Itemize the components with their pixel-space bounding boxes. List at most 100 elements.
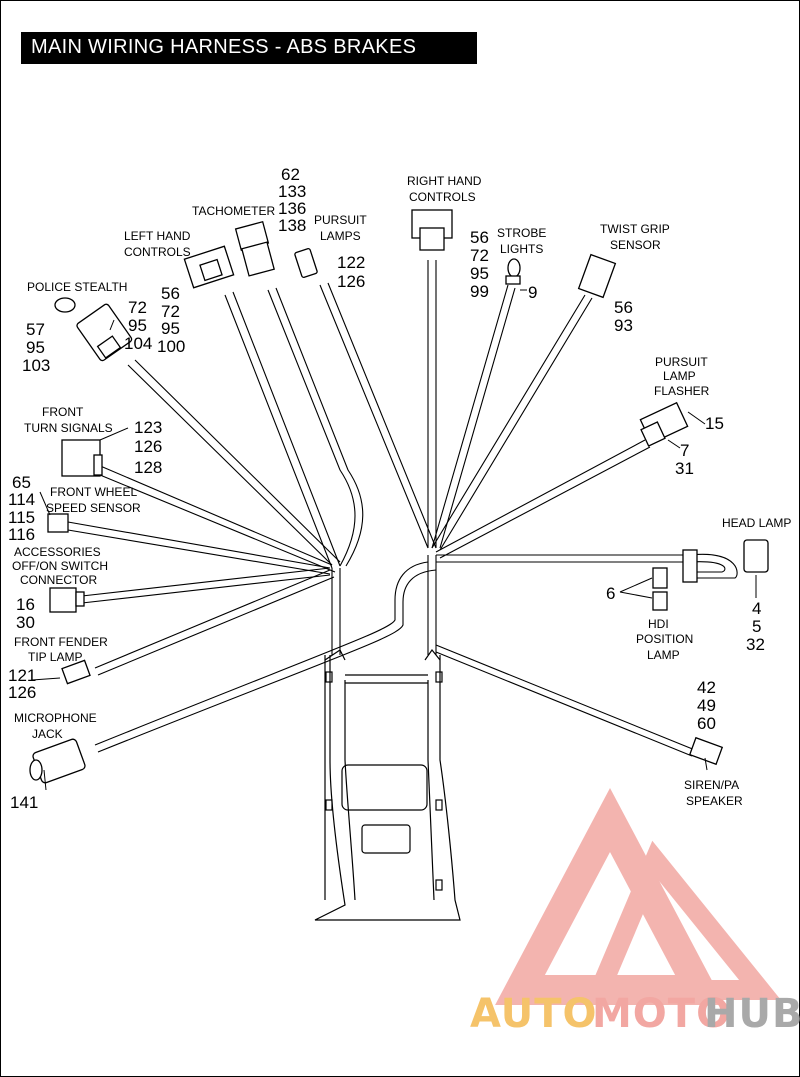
callout-fft-b: 126 xyxy=(8,683,36,702)
callout-rhc-b: 72 xyxy=(470,246,489,265)
connectors xyxy=(29,209,769,784)
callout-lhc-c: 95 xyxy=(161,319,180,338)
label-microphone-2: JACK xyxy=(32,727,63,741)
right-hand-controls-connector xyxy=(411,209,453,251)
strobe-connector xyxy=(505,258,521,285)
callout-mic: 141 xyxy=(10,793,38,812)
harness-wires xyxy=(67,260,738,757)
callout-siren-a: 42 xyxy=(697,678,716,697)
page-title: MAIN WIRING HARNESS - ABS BRAKES xyxy=(31,36,417,58)
label-front-turn-2: TURN SIGNALS xyxy=(24,421,113,435)
hdi-lamp-connector xyxy=(652,567,668,611)
callout-fws-c: 115 xyxy=(8,508,35,527)
label-twist-grip-2: SENSOR xyxy=(610,238,661,252)
watermark-auto: AUTO xyxy=(470,991,598,1037)
callout-plf-a: 15 xyxy=(705,414,724,433)
callout-hdi: 6 xyxy=(606,584,615,603)
component-labels: POLICE STEALTH LEFT HAND CONTROLS TACHOM… xyxy=(12,174,791,808)
callout-tach-b: 133 xyxy=(278,182,306,201)
callout-fws-d: 116 xyxy=(8,525,35,544)
callout-pl-a: 122 xyxy=(337,253,365,272)
label-hdi-1: HDI xyxy=(648,617,669,631)
callout-head-b: 5 xyxy=(752,617,761,636)
label-front-turn-1: FRONT xyxy=(42,405,84,419)
siren-connector xyxy=(688,736,724,766)
callout-ps-e: 95 xyxy=(26,338,45,357)
callout-numbers: 62 133 136 138 56 72 95 100 72 95 104 57… xyxy=(8,165,765,812)
watermark-hub: HUB xyxy=(704,991,800,1037)
callout-ps-f: 103 xyxy=(22,356,50,375)
label-pursuit-lamp-flasher-2: LAMP xyxy=(663,369,696,383)
callout-head-c: 32 xyxy=(746,635,765,654)
front-fender-connector xyxy=(61,659,91,685)
callout-rhc-d: 99 xyxy=(470,282,489,301)
callout-tgs-a: 56 xyxy=(614,298,633,317)
front-turn-signals-connector xyxy=(61,439,103,477)
callout-pl-b: 126 xyxy=(337,272,365,291)
tachometer-connector xyxy=(234,220,275,277)
label-pursuit-lamps-1: PURSUIT xyxy=(314,213,367,227)
callout-tach-d: 138 xyxy=(278,216,306,235)
callout-tgs-b: 93 xyxy=(614,316,633,335)
callout-lhc-a: 56 xyxy=(161,284,180,303)
callout-lhc-b: 72 xyxy=(161,302,180,321)
callout-siren-b: 49 xyxy=(697,696,716,715)
label-front-wheel-1: FRONT WHEEL xyxy=(50,485,137,499)
frame-outline xyxy=(314,648,461,921)
label-left-hand-controls-2: CONTROLS xyxy=(124,245,191,259)
label-front-wheel-2: SPEED SENSOR xyxy=(46,501,141,515)
title-bar: MAIN WIRING HARNESS - ABS BRAKES xyxy=(21,32,477,64)
callout-plf-b: 7 xyxy=(680,441,689,460)
watermark-logo xyxy=(495,787,781,1005)
label-front-fender-1: FRONT FENDER xyxy=(14,635,108,649)
label-right-hand-controls-1: RIGHT HAND xyxy=(407,174,482,188)
watermark-moto: MOTO xyxy=(592,991,731,1037)
callout-siren-c: 60 xyxy=(697,714,716,733)
callout-plf-c: 31 xyxy=(675,459,694,478)
callout-ps-c: 104 xyxy=(124,334,152,353)
callout-acc-a: 16 xyxy=(16,595,35,614)
leader-lines xyxy=(31,289,757,791)
label-twist-grip-1: TWIST GRIP xyxy=(600,222,670,236)
twist-grip-connector xyxy=(577,253,617,299)
police-stealth-connector xyxy=(54,297,133,362)
callout-rhc-c: 95 xyxy=(470,264,489,283)
front-wheel-speed-connector xyxy=(47,513,69,533)
label-microphone-1: MICROPHONE xyxy=(14,711,97,725)
label-siren-1: SIREN/PA xyxy=(684,778,739,792)
callout-fft-a: 121 xyxy=(8,666,36,685)
label-police-stealth: POLICE STEALTH xyxy=(27,280,127,294)
head-lamp-connector xyxy=(682,539,769,583)
label-tachometer: TACHOMETER xyxy=(192,204,275,218)
callout-fts-b: 126 xyxy=(134,437,162,456)
label-siren-2: SPEAKER xyxy=(686,794,743,808)
label-pursuit-lamps-2: LAMPS xyxy=(320,229,361,243)
label-head-lamp: HEAD LAMP xyxy=(722,516,791,530)
left-hand-controls-connector xyxy=(183,245,235,289)
callout-strobe: 9 xyxy=(528,283,537,302)
callout-fws-b: 114 xyxy=(8,490,35,509)
pursuit-lamp-flasher-connector xyxy=(639,401,689,447)
label-hdi-3: LAMP xyxy=(647,648,680,662)
accessories-connector xyxy=(49,587,85,613)
callout-lhc-d: 100 xyxy=(157,337,185,356)
label-strobe-2: LIGHTS xyxy=(500,242,543,256)
label-accessories-3: CONNECTOR xyxy=(20,573,97,587)
callout-acc-b: 30 xyxy=(16,613,35,632)
label-accessories-1: ACCESSORIES xyxy=(14,545,101,559)
label-pursuit-lamp-flasher-1: PURSUIT xyxy=(655,355,708,369)
callout-fws-a: 65 xyxy=(12,473,31,492)
label-strobe-1: STROBE xyxy=(497,226,546,240)
label-pursuit-lamp-flasher-3: FLASHER xyxy=(654,384,710,398)
microphone-jack-connector xyxy=(29,738,86,784)
pursuit-lamps-connector xyxy=(294,248,318,278)
callout-ps-d: 57 xyxy=(26,320,45,339)
label-accessories-2: OFF/ON SWITCH xyxy=(12,559,108,573)
label-front-fender-2: TIP LAMP xyxy=(28,650,82,664)
label-right-hand-controls-2: CONTROLS xyxy=(409,190,476,204)
watermark-text: AUTO MOTO HUB xyxy=(470,991,800,1037)
label-hdi-2: POSITION xyxy=(636,632,693,646)
label-left-hand-controls-1: LEFT HAND xyxy=(124,229,191,243)
callout-ps-a: 72 xyxy=(128,298,147,317)
